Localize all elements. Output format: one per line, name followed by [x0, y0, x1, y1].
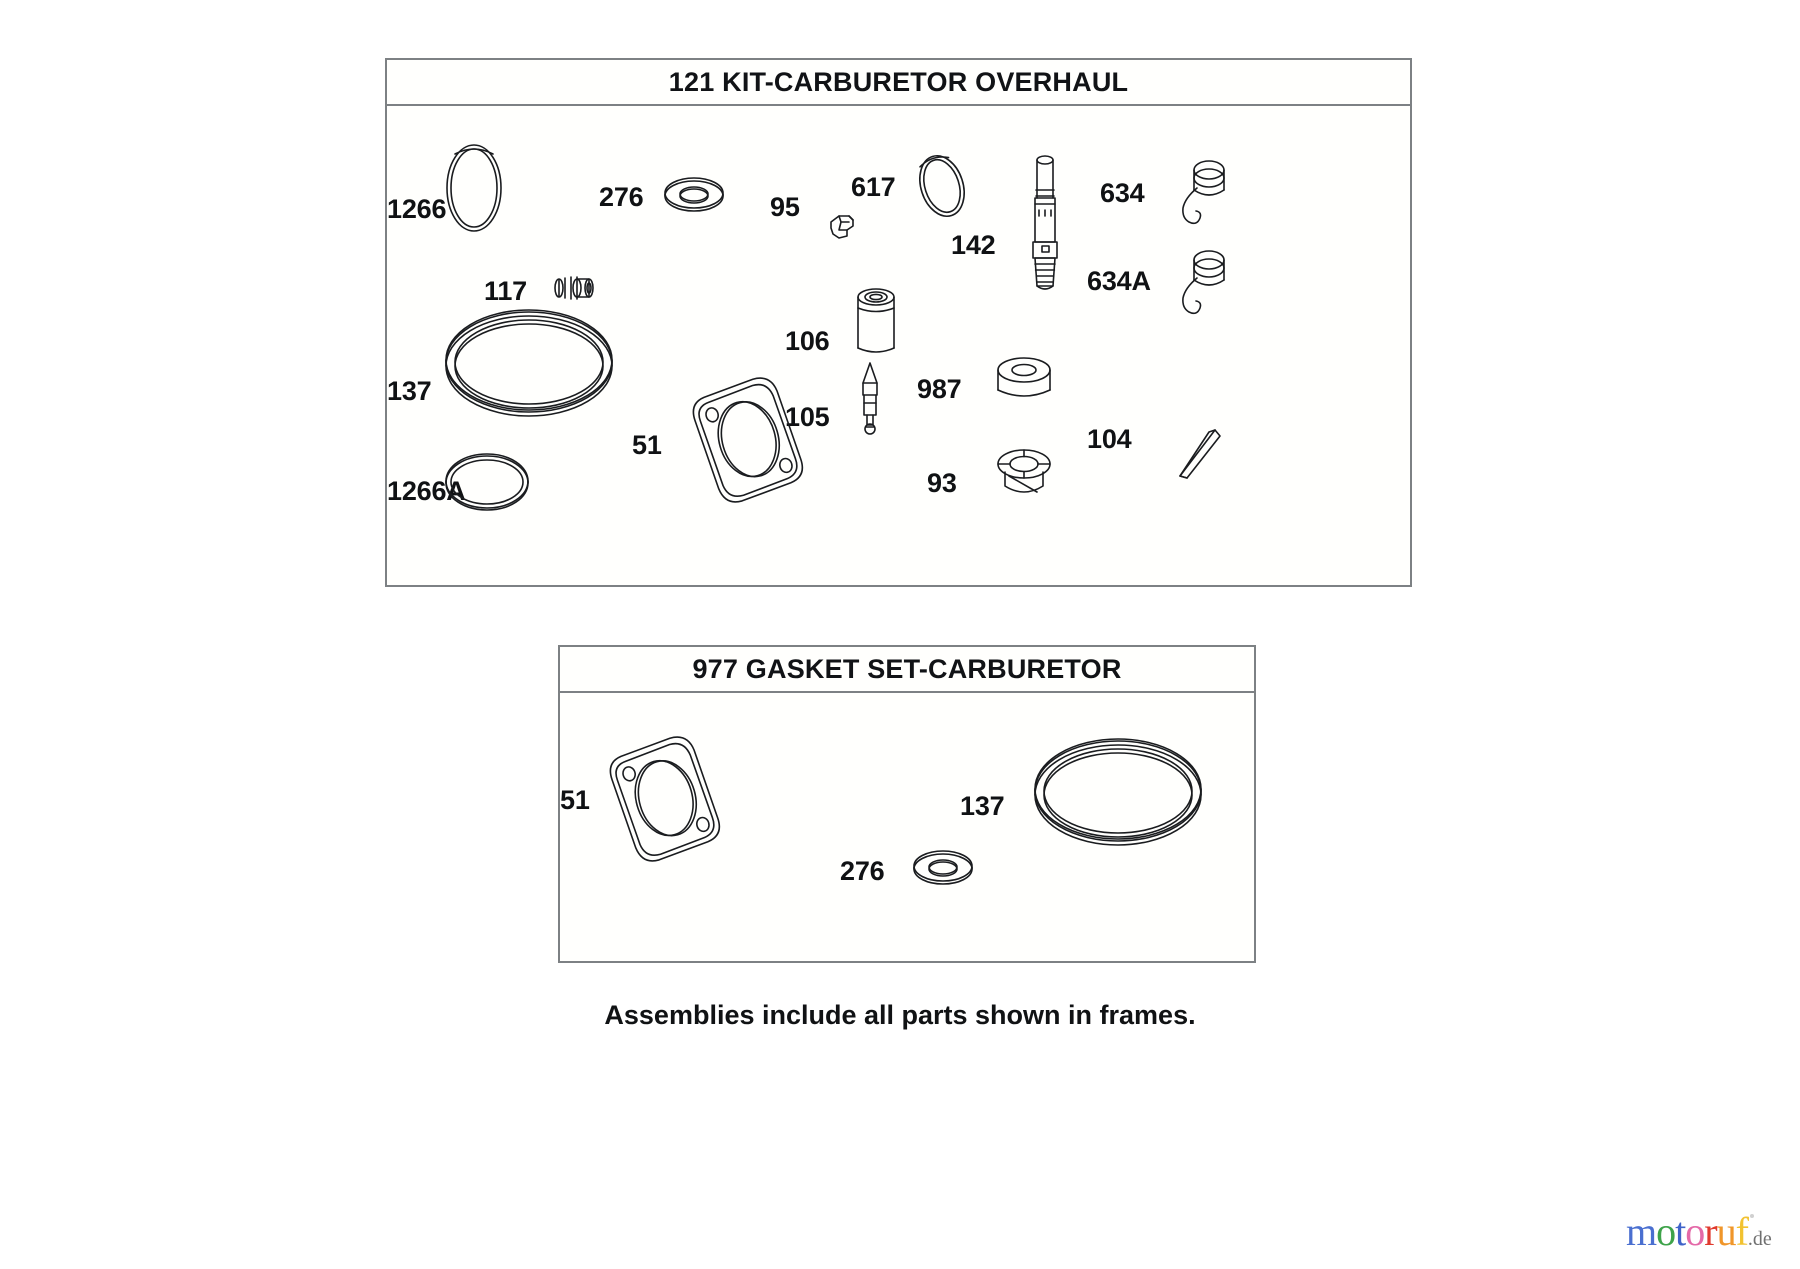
spring-clip-upper-icon [1177, 156, 1233, 230]
part-number-label: 1266 [387, 194, 447, 224]
frame-gasket-title-bar: 977 GASKET SET-CARBURETOR [560, 647, 1254, 693]
frame-kit-title: 121 KIT-CARBURETOR OVERHAUL [668, 66, 1129, 97]
washer-seal-icon [663, 176, 725, 216]
frame-gasket-set-carburetor: 977 GASKET SET-CARBURETOR 51 276 137 [558, 645, 1256, 963]
bowl-gasket-ring-icon [1030, 733, 1206, 853]
welch-plug-icon [995, 448, 1053, 500]
part-number-label: 987 [917, 374, 962, 404]
part-number-label: 634A [1087, 266, 1151, 296]
part-number-label: 617 [851, 172, 896, 202]
part-number-label: 95 [770, 192, 800, 222]
part-number-label: 276 [840, 856, 885, 886]
part-number-label: 117 [484, 276, 527, 306]
o-ring-oval-icon [915, 152, 969, 220]
part-number-label: 105 [785, 402, 830, 432]
threaded-bushing-icon [553, 270, 597, 306]
inlet-needle-icon [857, 361, 883, 437]
assemblies-note: Assemblies include all parts shown in fr… [604, 1000, 1196, 1030]
motoruf-logo: motoruf.de [1626, 1212, 1772, 1252]
screw-small-icon [825, 208, 857, 240]
logo-letter-0: m [1626, 1209, 1657, 1254]
part-number-label: 93 [927, 468, 957, 498]
logo-letter-1: o [1656, 1209, 1676, 1254]
logo-letter-2: t [1675, 1209, 1686, 1254]
part-number-label: 1266A [387, 476, 466, 506]
part-number-label: 106 [785, 326, 830, 356]
frame-gasket-body: 51 276 137 [560, 693, 1254, 961]
washer-seal-icon [912, 849, 974, 889]
logo-letter-3: o [1685, 1209, 1705, 1254]
bowl-gasket-ring-icon [441, 304, 617, 424]
spring-clip-lower-icon [1177, 246, 1233, 320]
part-number-label: 137 [960, 791, 1005, 821]
logo-letter-4: r [1704, 1209, 1717, 1254]
logo-tld: .de [1747, 1228, 1772, 1250]
float-bowl-tube-icon [855, 286, 897, 360]
frame-kit-body: 1266 276 95 617 142 634 634A 117 106 137 987 105 51 1… [387, 106, 1410, 585]
float-pin-icon [1177, 426, 1223, 486]
part-number-label: 634 [1100, 178, 1145, 208]
frame-gasket-title: 977 GASKET SET-CARBURETOR [692, 653, 1122, 684]
part-number-label: 276 [599, 182, 644, 212]
o-ring-small-round-icon [443, 450, 531, 512]
o-ring-tall-icon [443, 142, 505, 234]
part-number-label: 137 [387, 376, 432, 406]
logo-letter-5: u [1716, 1209, 1737, 1254]
part-number-label: 51 [560, 785, 590, 815]
logo-letter-6: f [1735, 1209, 1749, 1254]
logo-wordmark: motoruf [1626, 1209, 1749, 1254]
emulsion-tube-icon [1023, 146, 1067, 294]
frame-kit-title-bar: 121 KIT-CARBURETOR OVERHAUL [387, 60, 1410, 106]
spacer-bushing-icon [995, 356, 1053, 406]
logo-dot-accent [1750, 1214, 1754, 1218]
mounting-gasket-icon [609, 736, 724, 862]
frame-kit-carburetor-overhaul: 121 KIT-CARBURETOR OVERHAUL 1266 276 95 617… [385, 58, 1412, 587]
mounting-gasket-icon [692, 377, 807, 503]
part-number-label: 142 [951, 230, 996, 260]
part-number-label: 104 [1087, 424, 1132, 454]
part-number-label: 51 [632, 430, 662, 460]
